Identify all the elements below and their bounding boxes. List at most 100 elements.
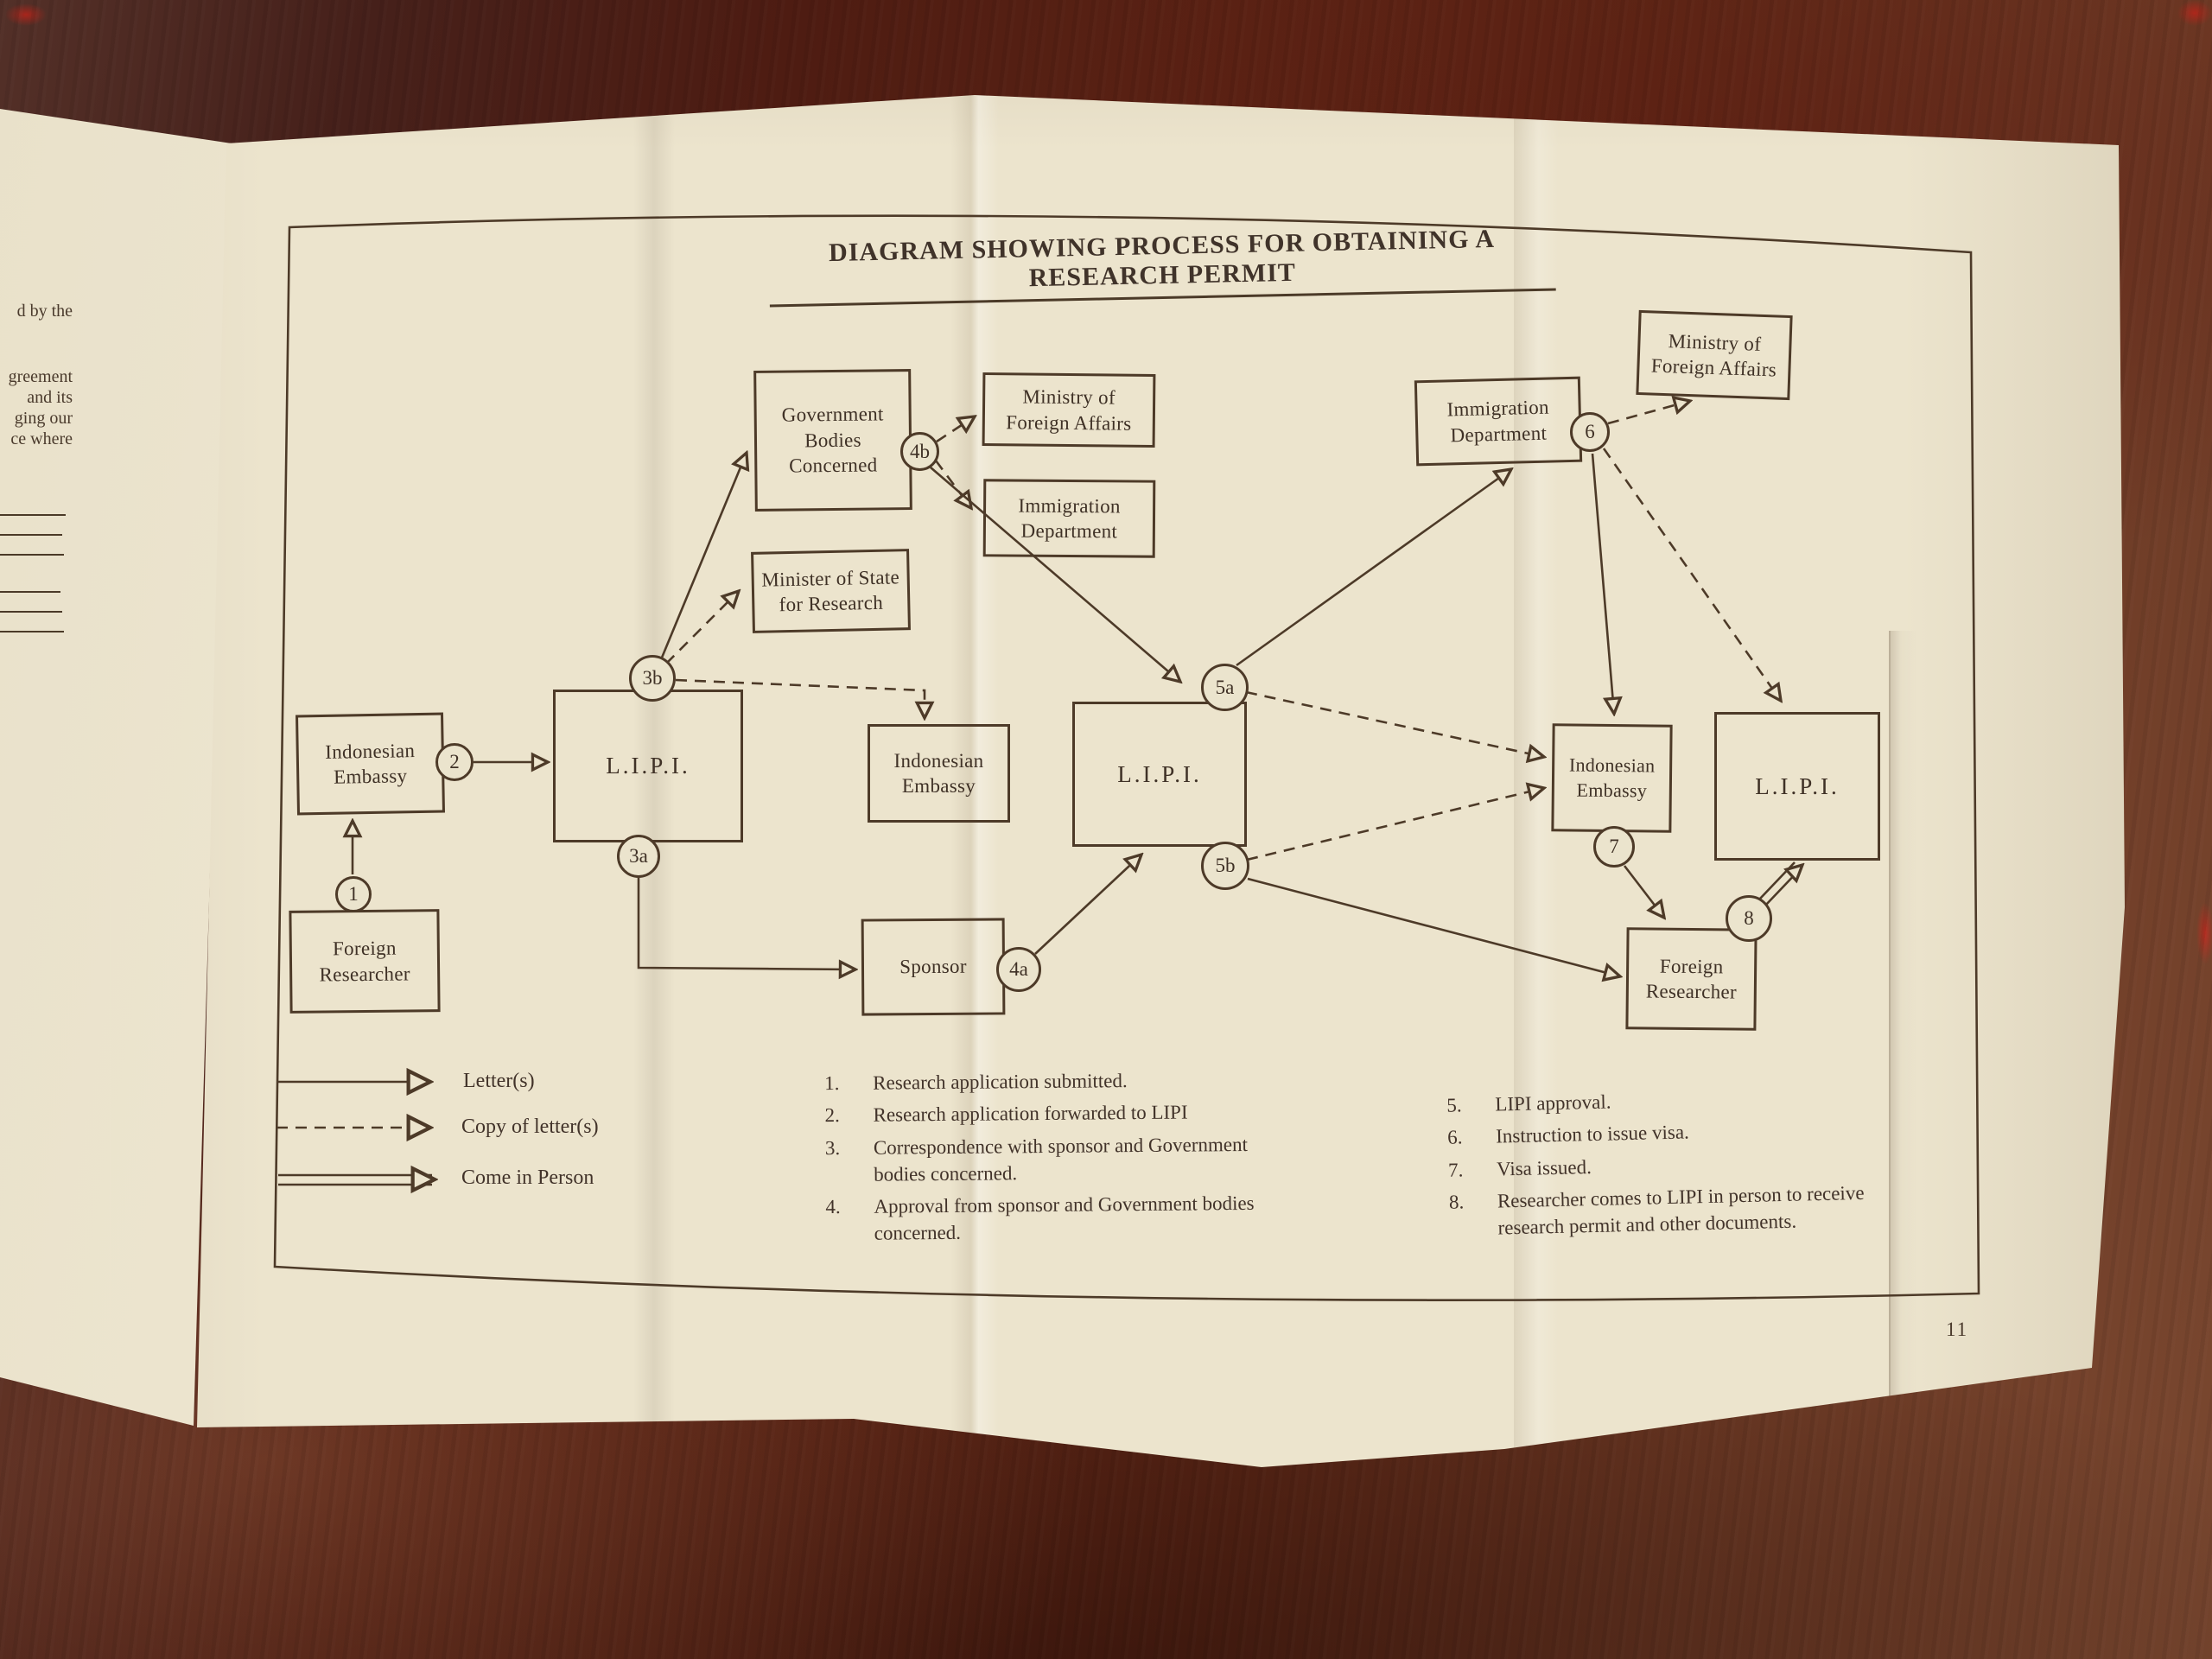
node-label: Minister of State	[761, 565, 900, 591]
step-badge-4b: 4b	[900, 432, 939, 471]
arrow-3a-lipi-to-sponsor	[637, 878, 855, 969]
step-badge-1: 1	[335, 876, 372, 912]
step-item: 1. Research application submitted.	[824, 1066, 1256, 1097]
node-indonesian-embassy-1: Indonesian Embassy	[296, 712, 445, 816]
arrow-6-immigration2-to-embassy3	[1591, 453, 1614, 714]
node-label: Concerned	[789, 454, 878, 477]
arrow-5b-lipi2-to-researcher2	[1247, 877, 1620, 976]
step-text: Instruction to issue visa.	[1495, 1121, 1690, 1147]
blank-line	[0, 554, 64, 556]
node-label: Indonesian	[893, 749, 984, 772]
step-number: 5.	[1446, 1094, 1462, 1116]
step-badge-5b: 5b	[1201, 842, 1249, 890]
step-number: 7.	[1447, 1158, 1464, 1181]
arrow-4b-to-mofa1-dashed	[936, 416, 975, 443]
arrow-5a-lipi2-to-embassy3-dashed	[1245, 690, 1544, 757]
step-badge-3a: 3a	[617, 835, 660, 878]
fragment-line: d by the	[16, 302, 73, 321]
fragment-gap	[0, 321, 73, 366]
node-indonesian-embassy-3: Indonesian Embassy	[1551, 723, 1673, 833]
node-lipi-1: L.I.P.I.	[553, 690, 743, 842]
node-lipi-3: L.I.P.I.	[1714, 712, 1880, 861]
node-label: Department	[1450, 422, 1548, 446]
step-item: 7. Visa issued.	[1448, 1147, 1890, 1184]
steps-list-right: 5. LIPI approval. 6. Instruction to issu…	[1446, 1082, 1891, 1248]
node-foreign-researcher-1: Foreign Researcher	[289, 909, 441, 1014]
step-text: Researcher comes to LIPI in person to re…	[1497, 1181, 1865, 1239]
node-label: Foreign	[332, 937, 397, 960]
fragment-line: greement	[8, 367, 73, 386]
step-number: 6.	[1446, 1126, 1463, 1149]
node-label: L.I.P.I.	[1755, 772, 1840, 799]
blank-line	[0, 631, 64, 632]
red-mark	[2177, 0, 2212, 26]
arrow-5a-lipi2-to-immigration2	[1236, 469, 1511, 667]
arrow-7-embassy3-to-researcher2	[1623, 865, 1664, 918]
paper-crease	[950, 95, 999, 1467]
step-item: 6. Instruction to issue visa.	[1447, 1114, 1889, 1151]
node-immigration-department-1: Immigration Department	[982, 479, 1156, 558]
legend-label-copy-of-letters: Copy of letter(s)	[461, 1116, 599, 1138]
left-page-text-fragment: d by the greement and its ging our ce wh…	[0, 301, 73, 449]
step-item: 4. Approval from sponsor and Government …	[825, 1190, 1258, 1248]
node-label: Immigration	[1446, 396, 1550, 421]
node-ministry-foreign-affairs-2: Ministry of Foreign Affairs	[1636, 309, 1793, 401]
diagram-border	[273, 214, 1980, 1302]
node-label: L.I.P.I.	[1117, 760, 1202, 787]
node-label: Foreign	[1659, 955, 1724, 977]
node-label: Foreign Affairs	[1006, 410, 1132, 435]
page-number: 11	[1946, 1319, 1969, 1340]
arrow-6-to-mofa2-dashed	[1607, 401, 1690, 425]
step-badge-7: 7	[1593, 826, 1635, 868]
arrow-3b-lipi-to-embassy2-dashed	[675, 678, 925, 718]
node-ministry-foreign-affairs-1: Ministry of Foreign Affairs	[982, 372, 1156, 448]
paper-crease	[1889, 631, 1916, 1426]
node-label: for Research	[779, 591, 884, 616]
arrow-6-to-lipi3-dashed	[1602, 448, 1781, 701]
node-label: Immigration	[1018, 494, 1121, 517]
node-label: Researcher	[319, 962, 410, 986]
red-mark	[2196, 902, 2212, 964]
node-label: Bodies	[804, 429, 861, 452]
step-badge-2: 2	[435, 743, 474, 781]
blank-line	[0, 591, 60, 593]
step-badge-4a: 4a	[996, 947, 1041, 992]
node-immigration-department-2: Immigration Department	[1414, 376, 1583, 467]
paper-crease	[1514, 95, 1559, 1467]
step-text: Correspondence with sponsor and Governme…	[873, 1133, 1249, 1185]
step-text: Research application forwarded to LIPI	[873, 1101, 1188, 1126]
node-foreign-researcher-2: Foreign Researcher	[1625, 927, 1758, 1031]
step-text: Approval from sponsor and Government bod…	[874, 1192, 1255, 1245]
step-badge-6: 6	[1570, 412, 1610, 452]
node-label: L.I.P.I.	[606, 753, 690, 779]
step-text: Visa issued.	[1496, 1155, 1592, 1180]
step-number: 3.	[824, 1136, 841, 1159]
node-label: Department	[1020, 519, 1118, 543]
node-government-bodies: Government Bodies Concerned	[753, 369, 912, 512]
paper-crease	[633, 95, 675, 1467]
node-indonesian-embassy-2: Indonesian Embassy	[868, 724, 1010, 823]
node-label: Government	[781, 403, 884, 426]
step-number: 1.	[824, 1072, 840, 1095]
legend-label-letters: Letter(s)	[463, 1070, 535, 1092]
node-label: Embassy	[901, 775, 976, 797]
step-item: 3. Correspondence with sponsor and Gover…	[825, 1130, 1258, 1188]
arrow-4b-to-lipi2	[930, 467, 1180, 682]
step-number: 2.	[824, 1104, 840, 1127]
step-badge-3b: 3b	[629, 655, 676, 702]
step-number: 4.	[825, 1196, 841, 1218]
node-label: Foreign Affairs	[1650, 354, 1777, 381]
node-label: Researcher	[1645, 980, 1738, 1003]
step-badge-5a: 5a	[1201, 664, 1249, 711]
step-number: 8.	[1448, 1191, 1465, 1213]
node-label: Sponsor	[899, 956, 967, 978]
arrow-8-head	[1762, 865, 1802, 902]
node-label: Indonesian	[325, 739, 416, 763]
step-item: 8. Researcher comes to LIPI in person to…	[1449, 1179, 1891, 1243]
fragment-line: ging our	[14, 409, 73, 428]
blank-line	[0, 534, 62, 536]
